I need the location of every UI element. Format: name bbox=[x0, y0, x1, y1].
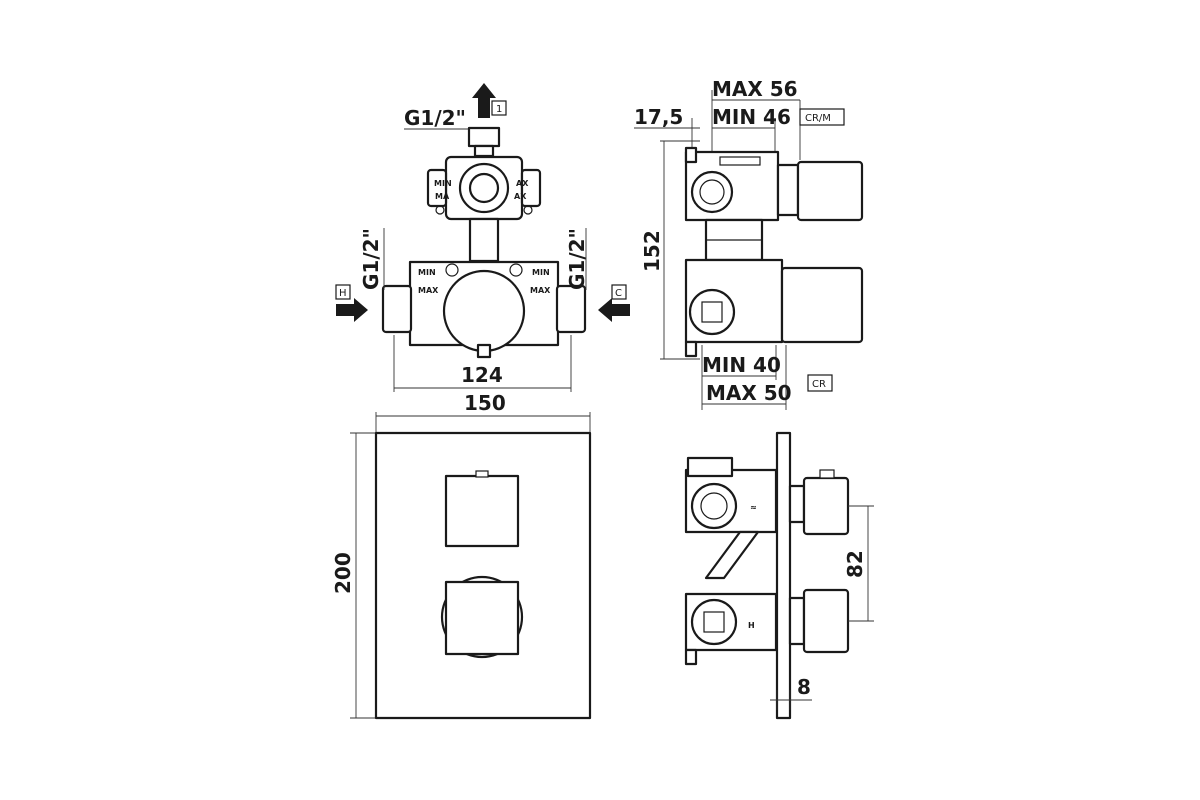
side-lower-handle bbox=[802, 588, 850, 654]
side-upper-knob bbox=[796, 160, 864, 222]
mixing-max-left: MAX bbox=[418, 286, 439, 295]
right-inlet bbox=[555, 284, 587, 334]
diverter-label-right: AX bbox=[516, 179, 529, 188]
side-lower-knob bbox=[780, 266, 864, 344]
width-body-label: 124 bbox=[461, 363, 503, 387]
offset-top-label: 17,5 bbox=[634, 105, 683, 129]
side-cover-plate bbox=[775, 431, 792, 720]
front-plate-view: 150 200 bbox=[331, 391, 592, 720]
diverter-label-left: MIN bbox=[434, 179, 452, 188]
cold-tag-label: C bbox=[615, 288, 622, 299]
thread-left-label: G1/2" bbox=[359, 228, 383, 290]
hot-tag: H bbox=[335, 284, 351, 300]
max-depth-top-label: MAX 56 bbox=[712, 77, 798, 101]
side-mark-lower: H bbox=[748, 621, 755, 630]
outlet-arrow-icon bbox=[472, 83, 496, 118]
side-plate-view: ≈ H 82 8 bbox=[684, 431, 874, 720]
cold-tag: C bbox=[611, 284, 627, 300]
height-plate-label: 200 bbox=[331, 552, 355, 594]
outlet-tag: 1 bbox=[491, 100, 507, 116]
spindle-spacing-label: 82 bbox=[843, 550, 867, 578]
cartridge-tag-bottom: CR bbox=[807, 374, 833, 392]
thermostatic-cartridge bbox=[442, 269, 526, 353]
thread-right-label: G1/2" bbox=[565, 228, 589, 290]
side-mark-upper: ≈ bbox=[750, 503, 757, 512]
min-depth-bottom-label: MIN 40 bbox=[702, 353, 781, 377]
svg-text:AX: AX bbox=[514, 192, 527, 201]
cartridge-tag-top-label: CR/M bbox=[805, 113, 831, 124]
top-outlet-pipe bbox=[467, 126, 501, 148]
cartridge-tag-top: CR/M bbox=[799, 108, 845, 126]
mixing-min-right: MIN bbox=[532, 268, 550, 277]
hot-tag-label: H bbox=[339, 288, 347, 299]
diverter-handle bbox=[444, 474, 520, 548]
outlet-tag-label: 1 bbox=[496, 104, 502, 115]
hot-inlet-arrow-icon bbox=[336, 298, 368, 322]
side-diagonal-connector bbox=[704, 530, 760, 580]
mixing-max-right: MAX bbox=[530, 286, 551, 295]
cartridge-tag-bottom-label: CR bbox=[812, 379, 826, 390]
connector-column bbox=[468, 217, 500, 263]
width-plate-label: 150 bbox=[464, 391, 506, 415]
svg-text:MA: MA bbox=[435, 192, 450, 201]
side-upper-handle bbox=[802, 476, 850, 536]
height-body-label: 152 bbox=[640, 230, 664, 272]
left-inlet bbox=[381, 284, 413, 334]
side-view-valve-body: 152 MAX 56 MIN 46 17,5 CR/M bbox=[634, 77, 864, 410]
thermostatic-handle bbox=[444, 580, 520, 656]
min-depth-top-label: MIN 46 bbox=[712, 105, 791, 129]
front-view-valve-body: 1 G1/2" MIN MA AX AX MIN MAX MIN MAX bbox=[335, 83, 630, 392]
plate-thickness-label: 8 bbox=[797, 675, 811, 699]
mixing-min-left: MIN bbox=[418, 268, 436, 277]
cold-inlet-arrow-icon bbox=[598, 298, 630, 322]
thread-top-label: G1/2" bbox=[404, 106, 466, 130]
max-depth-bottom-label: MAX 50 bbox=[706, 381, 792, 405]
